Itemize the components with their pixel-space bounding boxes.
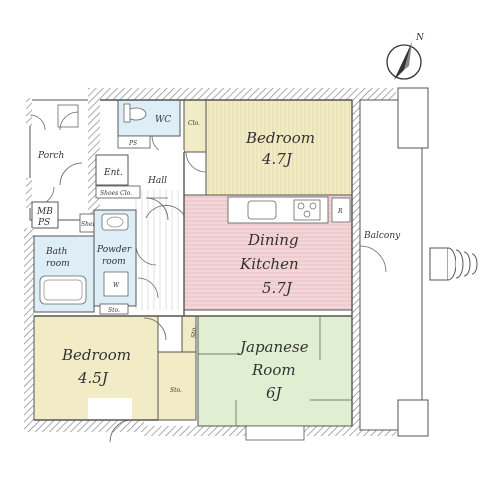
ent-label: Ent.	[103, 168, 123, 178]
powder-label-1: Powder	[96, 245, 132, 255]
japanese-room	[197, 315, 353, 427]
kitchen-sink-icon	[247, 200, 277, 220]
bedroom-left-name: Bedroom	[61, 346, 131, 364]
japanese-window	[245, 425, 305, 441]
stairs-icon	[429, 247, 478, 281]
refrigerator	[331, 197, 351, 223]
compass-label: N	[415, 33, 425, 43]
w-label: W	[113, 282, 120, 289]
bedroom-top-size: 4.7J	[261, 150, 293, 168]
porch-area	[26, 98, 91, 221]
sto-bedroom-label: Sto.	[170, 387, 182, 394]
washer-icon	[103, 271, 129, 297]
bedroom-top-name: Bedroom	[245, 129, 315, 147]
stove-icon	[293, 199, 321, 221]
interior-walls	[34, 99, 353, 426]
refrigerator-label: R	[337, 208, 343, 215]
sto-vertical-label: Sto.	[191, 326, 198, 338]
shoes-clo-label: Shoes Clo.	[100, 190, 132, 197]
dining-line2: Kitchen	[239, 255, 299, 273]
japanese-line1: Japanese	[237, 338, 309, 356]
bedroom-left-size: 4.5J	[77, 369, 109, 387]
ps-label: PS	[128, 140, 137, 147]
small-storage	[99, 303, 129, 315]
hall-label: Hall	[147, 176, 167, 186]
bathtub-icon	[39, 275, 87, 305]
porch-label: Porch	[37, 151, 64, 161]
bath-label-1: Bath	[45, 247, 67, 257]
japanese-size: 6J	[266, 384, 283, 402]
ps2-label: PS	[37, 218, 50, 228]
mb-ps-closet	[31, 201, 59, 229]
tatami-lines	[198, 316, 352, 426]
clo-label: Clo.	[188, 120, 200, 127]
powder-label-2: room	[102, 257, 126, 267]
balcony-label: Balcony	[363, 231, 401, 241]
sink-icon	[101, 213, 129, 231]
bath-label-2: room	[46, 259, 70, 269]
sto-small-label: Sto.	[108, 307, 120, 314]
balcony-door-icon	[359, 245, 387, 273]
dining-size: 5.7J	[262, 279, 293, 297]
ps-closet	[117, 135, 151, 149]
wc-label: WC	[155, 115, 171, 125]
hall	[128, 150, 184, 310]
shoes-closet	[95, 185, 141, 199]
north-compass-icon: N	[386, 33, 425, 80]
mb-label: MB	[36, 207, 53, 217]
entrance	[95, 154, 129, 186]
balcony	[359, 99, 423, 431]
shelf-label: Shelf	[81, 221, 98, 228]
dining-line1: Dining	[247, 231, 299, 249]
japanese-line2: Room	[251, 361, 296, 379]
storage-bedroom	[157, 351, 197, 421]
bedroom-top	[205, 99, 353, 196]
